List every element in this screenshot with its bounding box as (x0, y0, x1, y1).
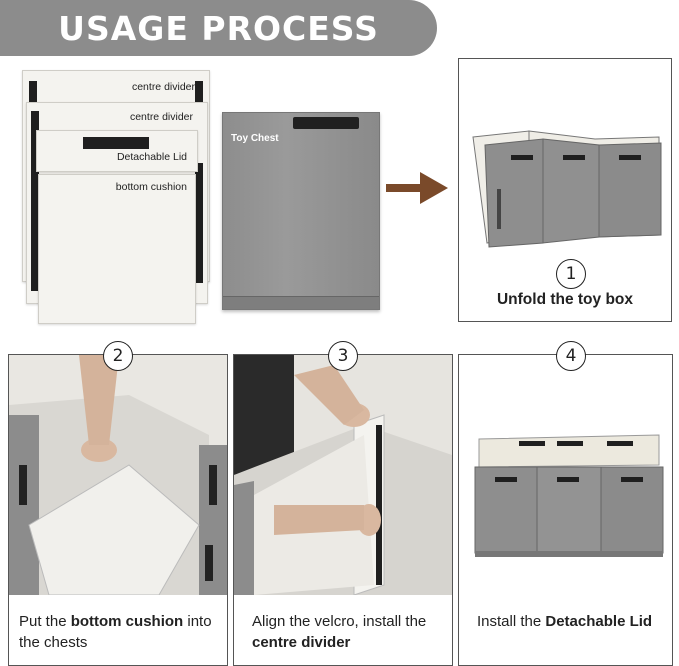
step-1-panel: 1 Unfold the toy box (458, 58, 672, 322)
detachable-lid-panel: Detachable Lid (36, 130, 198, 172)
velcro-strap (29, 81, 37, 105)
step-3-panel: Align the velcro, install the centre div… (233, 354, 453, 666)
banner-title: USAGE PROCESS (58, 8, 379, 48)
component-label: Detachable Lid (116, 151, 187, 163)
component-label: centre divider (129, 111, 193, 123)
velcro-strap (195, 163, 203, 283)
step-number-1: 1 (556, 259, 586, 289)
chest-label: Toy Chest (231, 133, 279, 144)
step-number-2: 2 (103, 341, 133, 371)
step-4-photo (459, 355, 672, 595)
arrow-head-icon (420, 172, 448, 204)
unfolded-box-illustration (472, 130, 662, 248)
step-2-photo (9, 355, 227, 595)
chest-base (223, 296, 379, 309)
velcro-strap (31, 111, 39, 291)
lid-handle (83, 137, 149, 149)
component-label: bottom cushion (115, 181, 187, 193)
step-1-caption: Unfold the toy box (496, 291, 634, 308)
step-number-3: 3 (328, 341, 358, 371)
step-3-photo (234, 355, 452, 595)
step-4-caption: Install the Detachable Lid (477, 613, 653, 630)
usage-process-banner: USAGE PROCESS (0, 0, 437, 56)
arrow-right-icon (386, 184, 422, 192)
step-2-panel: Put the bottom cushion into the chests (8, 354, 228, 666)
step-number-4: 4 (556, 341, 586, 371)
bottom-cushion-panel: bottom cushion (38, 174, 196, 324)
chest-handle (293, 117, 359, 129)
step-3-caption: Align the velcro, install the centre div… (252, 613, 427, 651)
component-label: centre divider (131, 81, 195, 93)
folded-toy-chest: Toy Chest (222, 112, 380, 310)
velcro-strap (195, 81, 203, 105)
step-4-panel: Install the Detachable Lid (458, 354, 673, 666)
step-2-caption: Put the bottom cushion into the chests (19, 613, 212, 651)
